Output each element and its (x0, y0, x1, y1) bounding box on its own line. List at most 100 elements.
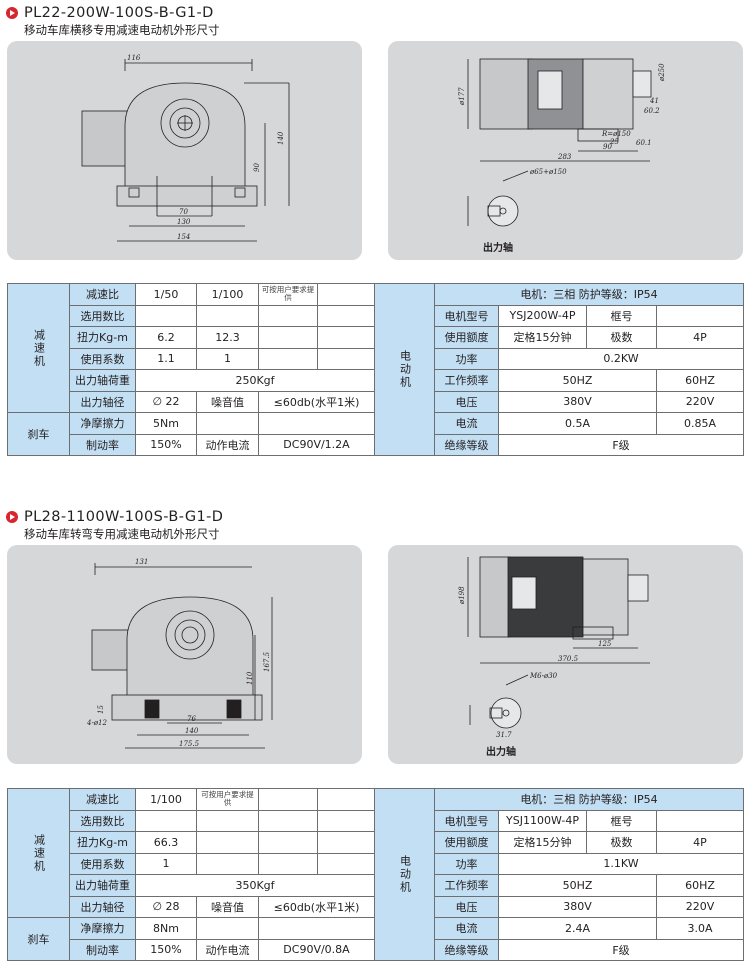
cell: 1/50 (135, 283, 197, 306)
row-label: 使用系数 (69, 347, 136, 370)
cell (196, 917, 259, 940)
dim-76: 76 (187, 715, 196, 723)
row-label: 使用系数 (69, 852, 136, 875)
row-label: 使用额度 (434, 831, 499, 854)
cell (258, 347, 318, 370)
dim-side-250: ø250 (658, 63, 666, 82)
model-number: PL22-200W-100S-B-G1-D (24, 5, 214, 21)
cell: 噪音值 (196, 895, 259, 918)
cell (135, 304, 197, 327)
model-number: PL28-1100W-100S-B-G1-D (24, 509, 224, 525)
row-label: 使用额度 (434, 326, 499, 349)
section-title: PL28-1100W-100S-B-G1-D (6, 508, 223, 526)
cell: 0.85A (656, 412, 744, 435)
cell: 噪音值 (196, 390, 259, 413)
cell: 极数 (586, 831, 657, 854)
dim-140b: 140 (185, 727, 199, 735)
shaft-note: ø65+ø150 (529, 168, 567, 176)
cell: 12.3 (196, 326, 259, 349)
row-label: 出力轴径 (69, 390, 136, 413)
cell: 6.2 (135, 326, 197, 349)
dim-154: 154 (177, 233, 190, 241)
cell: F级 (498, 433, 744, 456)
dim-130: 130 (177, 218, 191, 226)
row-label: 绝缘等级 (434, 938, 499, 961)
cell: 150% (135, 938, 197, 961)
cell: ≤60db(水平1米) (258, 390, 375, 413)
cell: 150% (135, 433, 197, 456)
cell: 1 (135, 852, 197, 875)
reducer-label: 减速机 (7, 788, 70, 918)
cell: 1/100 (196, 283, 259, 306)
cell: 50HZ (498, 369, 657, 392)
row-label: 出力轴径 (69, 895, 136, 918)
dim-side-41: 41 (649, 97, 659, 105)
cell (656, 304, 744, 327)
row-label: 制动率 (69, 938, 136, 961)
cell (135, 809, 197, 832)
dim-131: 131 (135, 558, 148, 566)
cell: 4P (656, 831, 744, 854)
cell: ∅ 28 (135, 895, 197, 918)
cell: 380V (498, 390, 657, 413)
cell (196, 809, 259, 832)
front-view-drawing: 116 140 90 70 130 154 (7, 41, 362, 260)
cell: 66.3 (135, 831, 197, 854)
row-label: 扭力Kg-m (69, 831, 136, 854)
cell: 3.0A (656, 917, 744, 940)
output-shaft-label: 出力轴 (486, 745, 516, 758)
motor-label: 电动机 (374, 283, 435, 456)
dim-side-60-2: 60.2 (644, 107, 660, 115)
row-label: 净摩擦力 (69, 412, 136, 435)
cell (258, 852, 318, 875)
cell: 极数 (586, 326, 657, 349)
cell (317, 788, 375, 811)
brake-label: 刹车 (7, 412, 70, 456)
cell: 框号 (586, 809, 657, 832)
dim-side-177: ø177 (458, 87, 466, 106)
dim-90: 90 (253, 163, 261, 172)
dim-side-60-1: 60.1 (636, 139, 652, 147)
dim-side-90: 90 (603, 143, 612, 151)
cell (196, 412, 259, 435)
row-label: 出力轴荷重 (69, 874, 136, 897)
cell: YSJ1100W-4P (498, 809, 587, 832)
cell: 50HZ (498, 874, 657, 897)
cell (258, 831, 318, 854)
cell: F级 (498, 938, 744, 961)
cell (317, 326, 375, 349)
cell: 定格15分钟 (498, 831, 587, 854)
cell: 250Kgf (135, 369, 375, 392)
arrow-bullet-icon (6, 511, 18, 523)
cell (258, 412, 375, 435)
cell: 1.1KW (498, 852, 744, 875)
dim-175-5: 175.5 (179, 740, 200, 748)
section-title: PL22-200W-100S-B-G1-D (6, 4, 214, 22)
cell: ∅ 22 (135, 390, 197, 413)
cell: 2.4A (498, 917, 657, 940)
reducer-label: 减速机 (7, 283, 70, 413)
cell: 60HZ (656, 369, 744, 392)
cell: ≤60db(水平1米) (258, 895, 375, 918)
dim-side-370-5: 370.5 (558, 655, 579, 663)
cell (258, 326, 318, 349)
motor-label: 电动机 (374, 788, 435, 961)
cell (317, 831, 375, 854)
cell: 可按用户要求提供 (196, 788, 259, 811)
shaft-width: 31.7 (496, 731, 512, 739)
row-label: 功率 (434, 852, 499, 875)
dim-116: 116 (127, 54, 141, 62)
cell: 5Nm (135, 412, 197, 435)
dim-167-5: 167.5 (263, 651, 271, 672)
row-label: 电压 (434, 895, 499, 918)
row-label: 电压 (434, 390, 499, 413)
dim-4-12: 4-ø12 (86, 719, 107, 727)
cell (317, 852, 375, 875)
output-shaft-label: 出力轴 (483, 241, 513, 254)
cell (196, 852, 259, 875)
spec-table: 减速机 减速比 1/100 可按用户要求提供 电动机 电机：三相 防护等级：IP… (7, 788, 744, 961)
cell: 0.2KW (498, 347, 744, 370)
spec-table: 减速机 减速比 1/50 1/100 可按用户要求提供 电动机 电机：三相 防护… (7, 283, 744, 456)
cell (656, 809, 744, 832)
cell: 4P (656, 326, 744, 349)
